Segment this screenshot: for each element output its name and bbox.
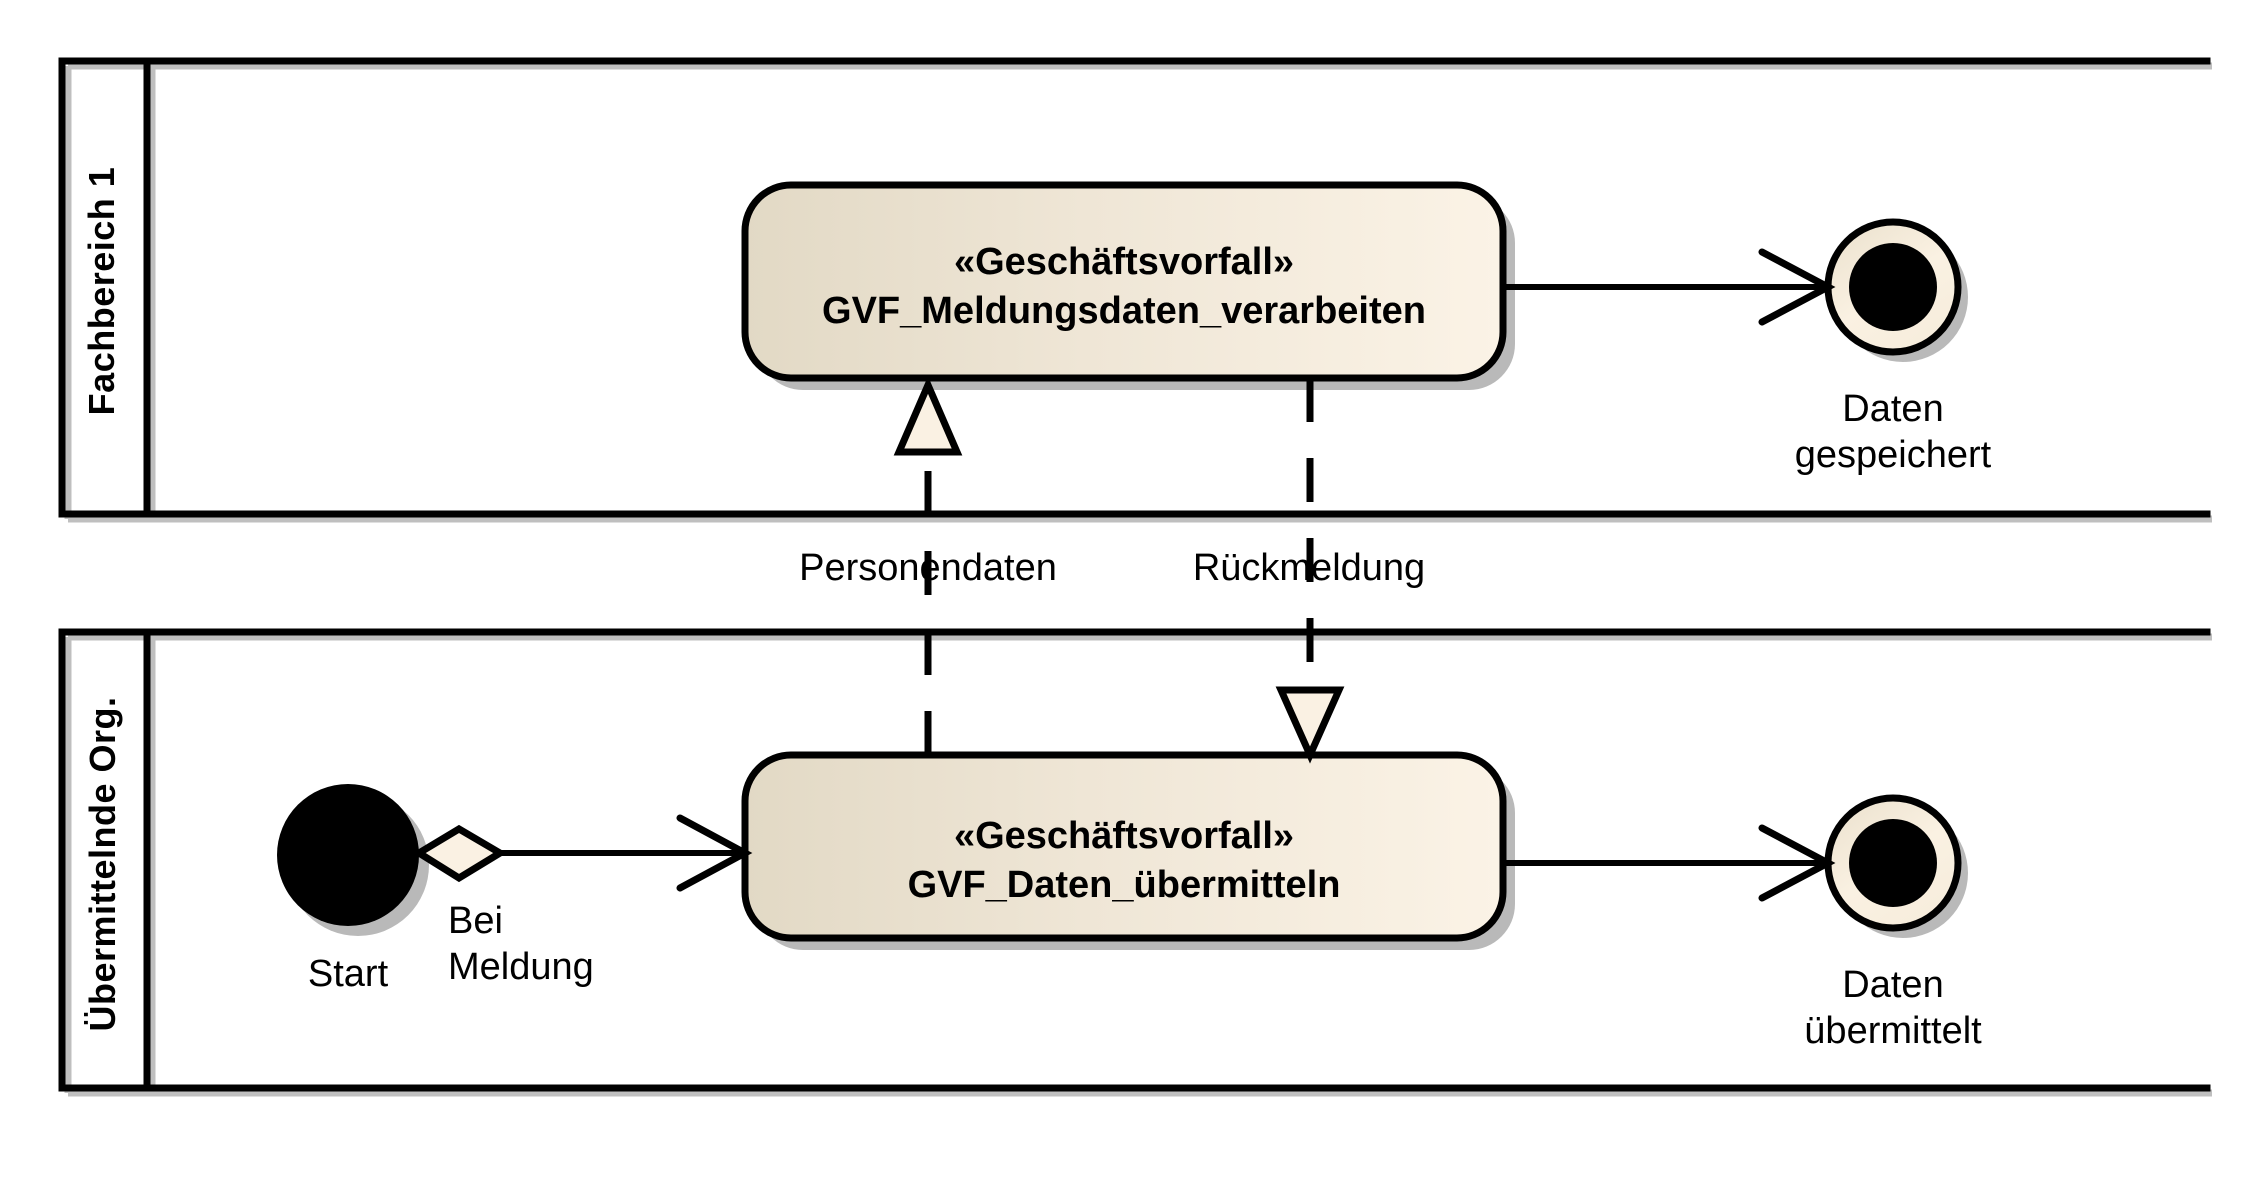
activity-daten-uebermitteln-shape[interactable] [741, 751, 1515, 950]
edge-rueckmeldung-shape[interactable] [1275, 378, 1345, 764]
swimlane-uebermittelnde-org [58, 628, 2212, 1097]
activity-meldungsdaten-verarbeiten-shape[interactable] [741, 181, 1515, 390]
edge-label-rueckmeldung: Rückmeldung [1192, 547, 1426, 589]
edge-label-bei-meldung: Bei Meldung [448, 900, 594, 989]
start-node-label: Start [307, 953, 389, 995]
end-node-daten-uebermittelt-label: Daten übermittelt [1804, 964, 1982, 1053]
swimlane-label-fachbereich-1: Fachbereich 1 [81, 166, 122, 416]
edge-start-to-uebermitteln-shape[interactable] [412, 814, 753, 892]
end-node-daten-uebermittelt-shape[interactable] [1824, 794, 1968, 938]
end-node-daten-gespeichert-label: Daten gespeichert [1794, 388, 1992, 477]
end-node-daten-gespeichert-shape[interactable] [1824, 218, 1968, 362]
start-node-shape[interactable] [277, 784, 429, 936]
edge-uebermitteln-to-uebermittelt-shape[interactable] [1503, 824, 1836, 902]
edge-verarbeiten-to-gespeichert-shape[interactable] [1503, 248, 1836, 326]
swimlane-label-uebermittelnde-org: Übermittelnde Org. [82, 696, 123, 1032]
swimlane-fachbereich-1 [58, 57, 2212, 523]
edge-personendaten-shape[interactable] [893, 376, 963, 755]
edge-label-personendaten: Personendaten [799, 547, 1057, 589]
